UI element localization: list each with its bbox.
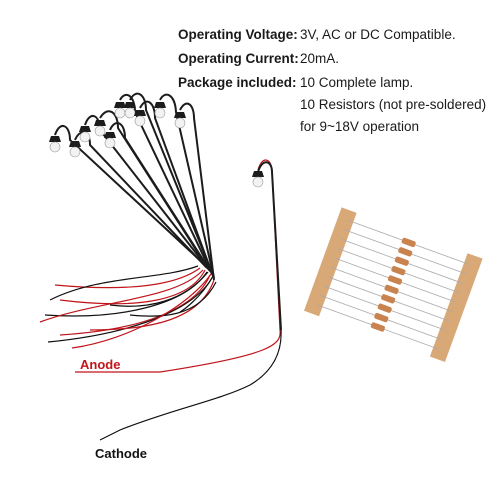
lamp-heads <box>49 102 186 158</box>
resistor <box>347 219 470 266</box>
lamp-globe <box>252 176 264 188</box>
resistor <box>337 247 460 294</box>
lamp-head <box>124 102 136 119</box>
resistor <box>323 285 446 331</box>
lamp-shade <box>252 171 264 177</box>
anode-label: Anode <box>80 357 121 372</box>
spec-value-current: 20mA. <box>300 51 340 66</box>
spec-row-current: Operating Current: 20mA. <box>178 51 339 66</box>
lamp-head <box>174 112 186 129</box>
package-line-operation: for 9~18V operation <box>300 119 419 134</box>
spec-row-voltage: Operating Voltage: 3V, AC or DC Compatib… <box>178 27 456 42</box>
spec-label-package: Package included: <box>178 75 297 90</box>
spec-value-voltage: 3V, AC or DC Compatible. <box>300 27 456 42</box>
resistor-tape-right <box>429 253 483 363</box>
resistor <box>330 266 453 313</box>
spec-value-package: 10 Complete lamp. <box>300 75 414 90</box>
resistor-tape-left <box>304 207 357 317</box>
resistor <box>316 304 440 350</box>
lamp-posts <box>54 92 215 281</box>
resistor-strip <box>304 207 483 363</box>
anode-wire <box>75 159 281 373</box>
spec-row-package: Package included: 10 Complete lamp. <box>178 75 413 90</box>
lamp-head <box>114 102 126 119</box>
lamp-head <box>49 136 61 153</box>
lamp-head <box>79 126 91 143</box>
resistors <box>316 219 470 350</box>
cathode-wire <box>99 329 282 441</box>
lamp-head <box>69 141 81 158</box>
resistor <box>344 229 467 275</box>
lamp-head <box>154 102 166 119</box>
lamp-bundle <box>39 92 217 349</box>
single-lamp <box>75 159 282 441</box>
bundle-wires <box>39 265 217 349</box>
resistor <box>333 257 457 303</box>
resistor <box>340 238 464 284</box>
resistor <box>326 276 450 322</box>
lamp-post <box>257 161 282 331</box>
resistor <box>320 294 443 341</box>
lamp-head <box>134 110 146 127</box>
cathode-label: Cathode <box>95 446 147 461</box>
spec-label-current: Operating Current: <box>178 51 299 66</box>
package-line-resistors: 10 Resistors (not pre-soldered) <box>300 97 487 112</box>
lamp-head <box>104 132 116 149</box>
lamp-head <box>94 120 106 137</box>
spec-label-voltage: Operating Voltage: <box>178 27 298 42</box>
